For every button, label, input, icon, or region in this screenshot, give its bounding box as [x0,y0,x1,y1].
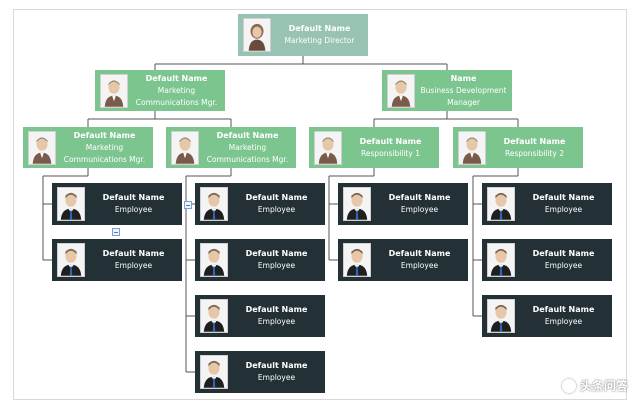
employee-name: Default Name [102,249,165,258]
businessman-avatar-icon [487,187,515,221]
employee-name: Default Name [388,193,451,202]
team-lead-name: Default Name [73,130,136,140]
employee-card[interactable]: Default Name Employee [52,183,182,225]
team-lead-card-2[interactable]: Default Name Marketing Communications Mg… [166,127,296,168]
team-lead-name: Default Name [359,136,422,146]
manager-name: Default Name [145,73,208,83]
employee-name: Default Name [532,193,595,202]
businessman-avatar-icon [200,243,228,277]
team-lead-title: Responsibility 1 [360,148,421,158]
employee-title: Employee [257,261,296,270]
employee-card[interactable]: Default Name Employee [338,183,468,225]
man-avatar-icon [100,73,128,108]
employee-card[interactable]: Default Name Employee [338,239,468,281]
businessman-avatar-icon [57,243,85,277]
employee-name: Default Name [245,361,308,370]
employee-name: Default Name [245,249,308,258]
watermark-text: 头条问答 [579,379,628,393]
businessman-avatar-icon [343,187,371,221]
manager-card-right[interactable]: Name Business Development Manager [382,70,512,111]
manager-title: Business Development Manager [420,85,507,107]
team-lead-card-1[interactable]: Default Name Marketing Communications Mg… [23,127,153,168]
employee-card[interactable]: Default Name Employee [195,183,325,225]
employee-name: Default Name [245,193,308,202]
employee-name: Default Name [102,193,165,202]
businessman-avatar-icon [200,355,228,389]
employee-name: Default Name [532,249,595,258]
employee-card[interactable]: Default Name Employee [482,295,612,337]
employee-title: Employee [400,261,439,270]
employee-title: Employee [114,205,153,214]
manager-title: Marketing Communications Mgr. [135,85,218,107]
man-avatar-icon [314,130,342,165]
watermark-logo-icon [561,378,576,393]
businessman-avatar-icon [487,243,515,277]
insert-shape-icon[interactable] [112,228,120,236]
man-avatar-icon [458,130,486,165]
man-avatar-icon [387,73,415,108]
man-avatar-icon [28,130,56,165]
employee-title: Employee [400,205,439,214]
team-lead-title: Marketing Communications Mgr. [206,142,289,164]
employee-title: Employee [257,317,296,326]
employee-title: Employee [544,205,583,214]
diagram-frame [13,9,627,400]
team-lead-name: Default Name [216,130,279,140]
employee-name: Default Name [532,305,595,314]
businessman-avatar-icon [57,187,85,221]
employee-card[interactable]: Default Name Employee [482,183,612,225]
businessman-avatar-icon [487,299,515,333]
businessman-avatar-icon [200,187,228,221]
team-lead-name: Default Name [503,136,566,146]
employee-card[interactable]: Default Name Employee [195,239,325,281]
employee-title: Employee [114,261,153,270]
woman-avatar-icon [243,18,271,52]
businessman-avatar-icon [200,299,228,333]
team-lead-title: Responsibility 2 [504,148,565,158]
director-name: Default Name [288,24,351,33]
employee-name: Default Name [245,305,308,314]
collapse-handle-icon[interactable] [184,201,192,209]
director-card[interactable]: Default Name Marketing Director [238,14,368,56]
employee-card[interactable]: Default Name Employee [482,239,612,281]
employee-title: Employee [257,373,296,382]
team-lead-title: Marketing Communications Mgr. [63,142,146,164]
team-lead-card-4[interactable]: Default Name Responsibility 2 [453,127,583,168]
watermark: 头条问答 [561,377,628,394]
manager-card-left[interactable]: Default Name Marketing Communications Mg… [95,70,225,111]
employee-title: Employee [544,317,583,326]
businessman-avatar-icon [343,243,371,277]
employee-name: Default Name [388,249,451,258]
director-title: Marketing Director [284,36,355,45]
manager-name: Name [450,73,477,83]
team-lead-card-3[interactable]: Default Name Responsibility 1 [309,127,439,168]
employee-card[interactable]: Default Name Employee [195,295,325,337]
employee-title: Employee [257,205,296,214]
employee-card[interactable]: Default Name Employee [195,351,325,393]
employee-card[interactable]: Default Name Employee [52,239,182,281]
employee-title: Employee [544,261,583,270]
man-avatar-icon [171,130,199,165]
